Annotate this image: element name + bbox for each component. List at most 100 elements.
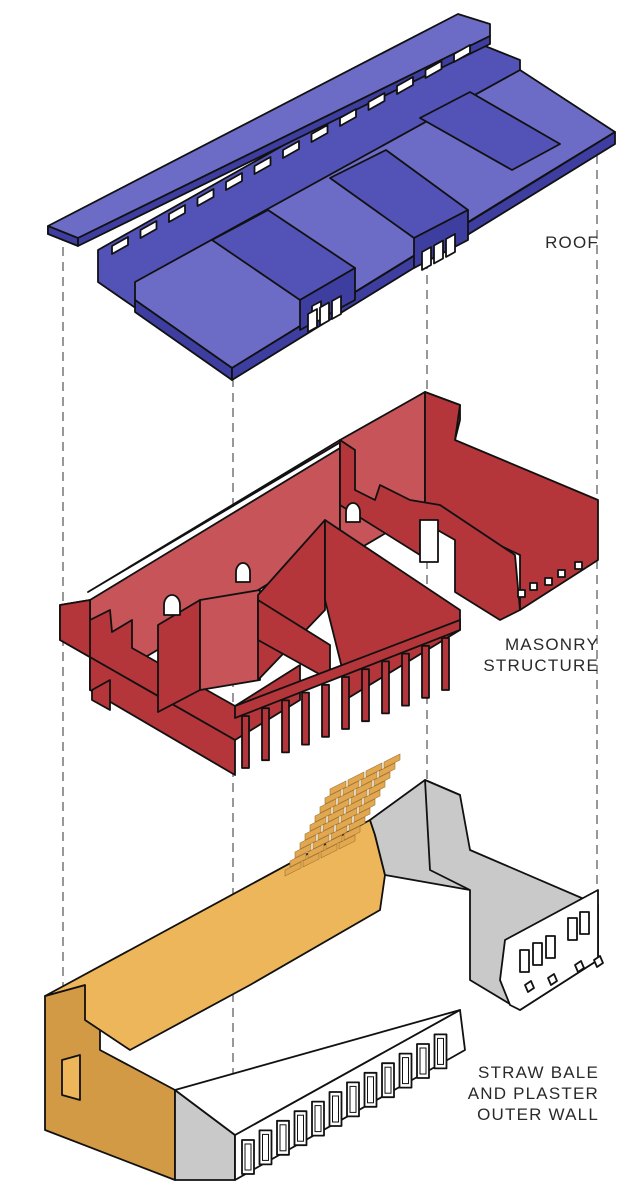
straw-bale-block	[337, 789, 355, 805]
outer-front-window	[346, 1081, 360, 1118]
masonry-column	[241, 715, 250, 769]
dormer-window	[433, 239, 444, 265]
masonry-openings	[163, 502, 583, 616]
outer-front-window	[328, 1091, 343, 1127]
roof-slab-front-edge	[77, 35, 491, 247]
masonry-column	[281, 699, 290, 754]
dormer-window	[445, 233, 456, 258]
masonry-door	[91, 679, 111, 711]
outer-front-window-frame	[367, 1076, 374, 1104]
dormer-windows	[307, 233, 456, 333]
outer-front-window-frame	[279, 1124, 287, 1152]
straw-bale-block	[327, 807, 345, 823]
outer-front-window	[293, 1110, 308, 1147]
straw-bale-block	[330, 825, 348, 841]
outer-front-window-frame	[384, 1066, 392, 1094]
straw-bale-block	[329, 780, 347, 796]
masonry-label-line-1: MASONRY	[504, 635, 599, 654]
straw-bale-block	[340, 807, 358, 823]
straw-bale-block	[360, 771, 378, 787]
clerestory-window	[168, 204, 186, 223]
masonry-arch-window	[163, 594, 181, 616]
masonry-column	[261, 707, 270, 762]
outer-front-window	[311, 1100, 325, 1137]
straw-bale-block	[294, 843, 312, 859]
outer-wall-label: STRAW BALE AND PLASTER OUTER WALL	[468, 1062, 599, 1125]
masonry-small-window	[544, 577, 553, 586]
masonry-small-window	[517, 589, 526, 598]
masonry-label: MASONRY STRUCTURE	[483, 634, 599, 676]
dormer-window	[331, 295, 342, 320]
straw-bale-block	[373, 771, 391, 787]
partition-2	[199, 589, 261, 691]
clerestory-window	[253, 156, 272, 175]
clerestory-window	[396, 76, 414, 95]
dormer-window	[421, 246, 432, 271]
outer-side-window	[579, 911, 590, 935]
outer-back-wall-plaster	[44, 819, 386, 1051]
clerestory-window	[282, 140, 300, 159]
outer-front-window	[398, 1052, 413, 1089]
outer-front-window	[276, 1119, 290, 1156]
straw-bale-block	[307, 843, 325, 859]
outer-side-window	[519, 949, 530, 973]
masonry-column	[301, 691, 310, 746]
clerestory-window	[424, 60, 443, 79]
masonry-layer	[59, 391, 599, 776]
outer-front-window-frame	[297, 1114, 304, 1142]
straw-bale-blocks	[284, 753, 401, 877]
clerestory-window	[196, 188, 215, 207]
masonry-label-line-2: STRUCTURE	[483, 656, 599, 675]
outer-front-window	[416, 1043, 430, 1079]
clerestory-window	[367, 92, 386, 111]
straw-bale-block	[347, 771, 365, 787]
masonry-column	[441, 637, 450, 691]
masonry-small-window	[529, 582, 538, 591]
straw-bale-block	[350, 789, 368, 805]
masonry-column	[421, 644, 430, 699]
straw-bale-block	[319, 798, 337, 814]
dormer-window	[319, 301, 330, 327]
outer-diamond-window	[593, 955, 604, 968]
outer-front-window-frame	[332, 1095, 339, 1123]
straw-bale-block	[312, 834, 330, 850]
dormer-window	[307, 308, 318, 333]
masonry-small-window	[557, 569, 566, 578]
straw-bale-block	[332, 798, 350, 814]
straw-bale-block	[378, 762, 396, 778]
outer-front-window-frame	[244, 1143, 252, 1171]
straw-bale-block	[314, 807, 332, 823]
outer-front-window-frame	[437, 1037, 444, 1065]
roof-label: ROOF	[545, 232, 599, 253]
clerestory-window	[111, 236, 129, 255]
masonry-column	[361, 668, 370, 723]
straw-bale-block	[348, 816, 366, 832]
straw-bale-block	[289, 852, 307, 868]
outer-wall-label-line-2: AND PLASTER	[467, 1084, 599, 1103]
outer-left-door	[61, 1054, 81, 1101]
outer-side-window	[532, 942, 543, 966]
outer-side-openings	[519, 911, 604, 993]
straw-bale-block	[353, 807, 371, 823]
roof-layer	[47, 13, 616, 381]
outer-front-window	[241, 1139, 255, 1175]
straw-bale-block	[358, 798, 376, 814]
straw-bale-block	[302, 852, 320, 868]
straw-bale-block	[322, 816, 340, 832]
outer-side-window	[545, 935, 556, 959]
outer-front-window-frame	[314, 1105, 322, 1133]
masonry-column	[341, 676, 350, 730]
clerestory-window	[453, 44, 471, 63]
masonry-arch-window	[235, 562, 251, 583]
outer-front-window	[381, 1062, 395, 1099]
straw-bale-block	[365, 762, 383, 778]
masonry-column	[401, 652, 410, 707]
outer-front-window	[433, 1033, 448, 1070]
outer-diamond-window	[574, 960, 585, 973]
straw-bale-block	[368, 780, 386, 796]
straw-bale-block	[383, 753, 401, 769]
outer-side-window	[567, 917, 578, 941]
straw-bale-block	[299, 834, 317, 850]
